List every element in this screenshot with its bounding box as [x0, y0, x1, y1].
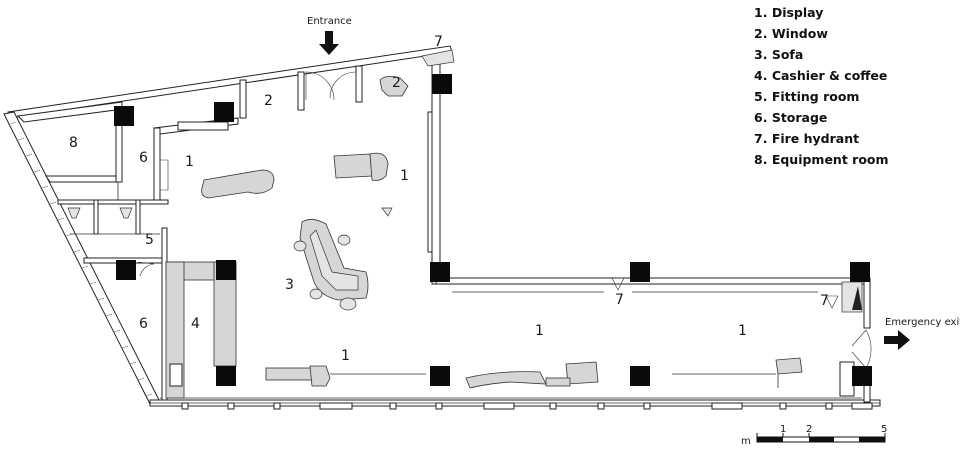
- label-storage-lower: 6: [139, 316, 148, 332]
- scale-tick-1: 1: [780, 424, 786, 435]
- display-rails: [330, 291, 818, 375]
- legend-num: 7.: [754, 131, 768, 146]
- label-fire-hydrant-right: 7: [820, 293, 829, 309]
- legend-text: Sofa: [771, 47, 804, 62]
- label-display-bottom: 1: [341, 348, 350, 364]
- legend-num: 5.: [754, 89, 768, 104]
- legend-num: 4.: [754, 68, 768, 83]
- label-display-wing: 1: [535, 323, 544, 339]
- legend-text: Fire hydrant: [771, 131, 860, 146]
- label-window-left: 2: [264, 93, 273, 109]
- legend-num: 8.: [754, 152, 768, 167]
- legend-text: Display: [771, 5, 824, 20]
- legend-text: Fitting room: [771, 89, 860, 104]
- slanted-wall-hatch: [9, 121, 153, 397]
- legend-num: 6.: [754, 110, 768, 125]
- entrance-label: Entrance: [307, 16, 352, 27]
- fire-hydrant-markers: [611, 277, 862, 310]
- legend-item-fire-hydrant: 7. Fire hydrant: [754, 128, 889, 149]
- structural-columns: [114, 74, 872, 386]
- legend-item-storage: 6. Storage: [754, 107, 889, 128]
- outer-walls: [3, 45, 881, 407]
- legend-item-cashier: 4. Cashier & coffee: [754, 65, 889, 86]
- scale-bar: m 1 2 5: [741, 424, 887, 447]
- label-display-left: 1: [185, 154, 194, 170]
- label-cashier: 4: [191, 316, 200, 332]
- furniture: [201, 76, 803, 389]
- legend-item-equipment-room: 8. Equipment room: [754, 149, 889, 170]
- legend-item-fitting-room: 5. Fitting room: [754, 86, 889, 107]
- legend-item-window: 2. Window: [754, 23, 889, 44]
- legend-text: Cashier & coffee: [771, 68, 888, 83]
- bottom-wall-mullions: [181, 402, 873, 410]
- legend-num: 2.: [754, 26, 768, 41]
- legend-item-sofa: 3. Sofa: [754, 44, 889, 65]
- legend: 1. Display 2. Window 3. Sofa 4. Cashier …: [754, 2, 889, 170]
- emergency-exit-arrow-icon: [884, 330, 910, 350]
- entrance-arrow-icon: [319, 31, 339, 55]
- emergency-exit-label: Emergency exit: [885, 317, 960, 328]
- scale-tick-5: 5: [881, 424, 887, 435]
- label-display-wing-right: 1: [738, 323, 747, 339]
- label-fitting-room: 5: [145, 232, 154, 248]
- fitting-room-fixtures: [67, 207, 393, 219]
- label-fire-hydrant-mid: 7: [615, 292, 624, 308]
- doors: [137, 71, 872, 369]
- legend-text: Equipment room: [771, 152, 889, 167]
- legend-text: Window: [771, 26, 828, 41]
- label-sofa: 3: [285, 277, 294, 293]
- scale-unit: m: [741, 436, 751, 447]
- legend-text: Storage: [771, 110, 828, 125]
- label-equipment-room: 8: [69, 135, 78, 151]
- label-window-right: 2: [392, 75, 401, 91]
- label-fire-hydrant-top: 7: [434, 34, 443, 50]
- legend-num: 1.: [754, 5, 768, 20]
- legend-item-display: 1. Display: [754, 2, 889, 23]
- scale-tick-2: 2: [806, 424, 812, 435]
- label-display-center: 1: [400, 168, 409, 184]
- label-storage-upper: 6: [139, 150, 148, 166]
- legend-num: 3.: [754, 47, 768, 62]
